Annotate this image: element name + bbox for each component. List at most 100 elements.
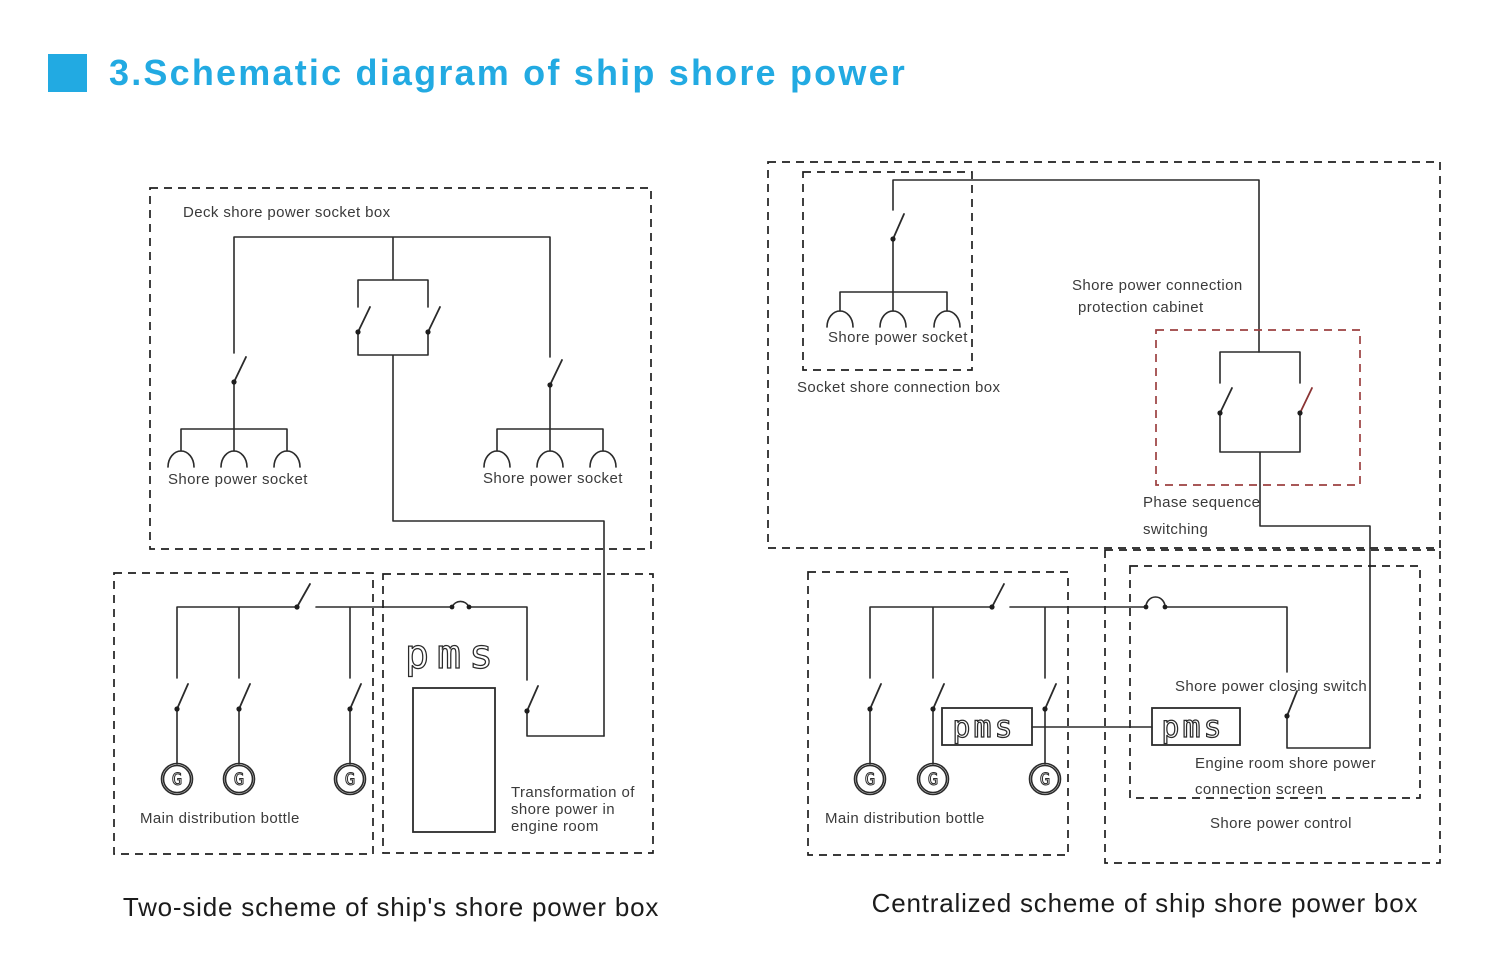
switch-contact-dot — [294, 604, 300, 610]
generator-circle — [1028, 762, 1062, 796]
generator-letter: G — [928, 770, 938, 790]
fuse-contact-dot — [466, 604, 472, 610]
generators-right: G G G — [853, 762, 1062, 796]
shore-power-socket-label-right: Shore power socket — [483, 470, 623, 487]
switch-contact-dot — [867, 706, 873, 712]
socket-connection-box-label: Socket shore connection box — [797, 379, 1001, 396]
main-distribution-box-left — [113, 572, 374, 855]
protection-cabinet-box — [767, 161, 1441, 549]
shore-power-socket-label-left: Shore power socket — [168, 471, 308, 488]
caption-right: Centralized scheme of ship shore power b… — [872, 888, 1419, 918]
main-distribution-blades-right — [869, 583, 1298, 717]
phase-sequence-box — [1155, 329, 1361, 486]
switch-contact-dot — [890, 236, 896, 242]
closing-switch-label: Shore power closing switch — [1175, 678, 1367, 695]
protection-cabinet-label: Shore power connection protection cabine… — [1072, 277, 1243, 316]
main-distribution-label-left: Main distribution bottle — [140, 810, 300, 827]
generator-circle — [916, 762, 950, 796]
main-distribution-contacts-right — [867, 604, 1290, 719]
phase-sequence-label-line2: switching — [1143, 521, 1208, 538]
fuse-contact-dot — [1143, 604, 1149, 610]
switch-contact-dot — [231, 379, 237, 385]
transformation-label-line3: engine room — [511, 818, 599, 835]
caption-left: Two-side scheme of ship's shore power bo… — [123, 892, 659, 922]
fuse-contact-dot — [1162, 604, 1168, 610]
two-side-scheme-diagram: Deck shore power socket box Shore power … — [113, 187, 659, 922]
transformer-rect — [412, 687, 496, 833]
main-distribution-label-right: Main distribution bottle — [825, 810, 985, 827]
switch-contact-dot — [989, 604, 995, 610]
generator-circle-inner — [335, 764, 365, 794]
generator-circle-inner — [855, 764, 885, 794]
socket-box-wiring — [839, 179, 1260, 353]
pms-box-screen — [1151, 707, 1241, 746]
switch-contact-dot — [930, 706, 936, 712]
deck-box-label: Deck shore power socket box — [183, 204, 391, 221]
switch-contact-dot — [355, 329, 361, 335]
shore-power-socket-label-top-right: Shore power socket — [828, 329, 968, 346]
page-title: 3.Schematic diagram of ship shore power — [109, 52, 907, 93]
generator-circle — [160, 762, 194, 796]
shore-power-control-box — [1104, 549, 1441, 864]
fuse-arc-right — [1145, 596, 1166, 608]
shore-power-socket-symbols-left — [167, 450, 301, 468]
transformation-label: Transformation of shore power in engine … — [511, 784, 635, 835]
generator-letter: G — [865, 770, 875, 790]
switch-contact-dot — [425, 329, 431, 335]
protection-cabinet-label-line2: protection cabinet — [1078, 299, 1204, 316]
socket-box-switch-blade — [892, 213, 905, 240]
centralized-scheme-diagram: Shore power connection protection cabine… — [767, 161, 1441, 918]
generator-letter: G — [234, 770, 244, 790]
phase-sequence-label-line1: Phase sequence — [1143, 494, 1260, 511]
main-distribution-blades-left — [176, 583, 539, 712]
switch-contact-dot — [524, 708, 530, 714]
transformation-label-line2: shore power in — [511, 801, 615, 818]
engine-room-label: Engine room shore power connection scree… — [1195, 755, 1376, 798]
pms-outline-text-left: pms — [405, 632, 501, 678]
phase-sequence-label: Phase sequence switching — [1143, 494, 1260, 538]
phase-sequence-wiring — [1219, 351, 1371, 749]
generator-circle-inner — [1030, 764, 1060, 794]
switch-contact-dot — [547, 382, 553, 388]
switch-contact-dot — [174, 706, 180, 712]
main-distribution-wiring-left — [176, 606, 605, 765]
page-header: 3.Schematic diagram of ship shore power — [48, 52, 907, 94]
generator-circle — [222, 762, 256, 796]
generator-letter: G — [172, 770, 182, 790]
main-distribution-contacts-left — [174, 604, 530, 714]
engine-room-label-line2: connection screen — [1195, 781, 1324, 798]
generators-left: G G G — [160, 762, 367, 796]
generator-circle-inner — [918, 764, 948, 794]
deck-wiring — [180, 236, 605, 737]
switch-contact-dot — [1042, 706, 1048, 712]
pms-outline-text-screen: pms — [1161, 710, 1224, 745]
main-distribution-wiring-right — [869, 606, 1371, 765]
deck-shore-power-socket-box — [149, 187, 652, 550]
fuse-contact-dot — [449, 604, 455, 610]
transformation-label-line1: Transformation of — [511, 784, 635, 801]
switch-contact-dot — [1284, 713, 1290, 719]
switch-contact-dot — [236, 706, 242, 712]
switch-contact-dot — [347, 706, 353, 712]
generator-circle-inner — [224, 764, 254, 794]
generator-circle-inner — [162, 764, 192, 794]
shore-power-socket-symbols-top-right — [826, 310, 961, 328]
shore-power-socket-symbols-right — [483, 450, 617, 468]
accent-square-icon — [48, 54, 87, 92]
socket-shore-connection-box — [802, 171, 973, 371]
transformation-box — [382, 573, 654, 854]
fuse-arc-left — [451, 600, 470, 608]
protection-cabinet-label-line1: Shore power connection — [1072, 277, 1243, 294]
generator-letter: G — [345, 770, 355, 790]
engine-room-label-line1: Engine room shore power — [1195, 755, 1376, 772]
phase-switch-blade-red — [1299, 387, 1313, 414]
deck-switch-contacts — [231, 329, 553, 388]
generator-circle — [853, 762, 887, 796]
main-distribution-box-right — [807, 571, 1069, 856]
phase-switch-blade-black — [1219, 387, 1233, 414]
generator-circle — [333, 762, 367, 796]
shore-power-control-label: Shore power control — [1210, 815, 1352, 832]
switch-contact-dot — [1297, 410, 1303, 416]
